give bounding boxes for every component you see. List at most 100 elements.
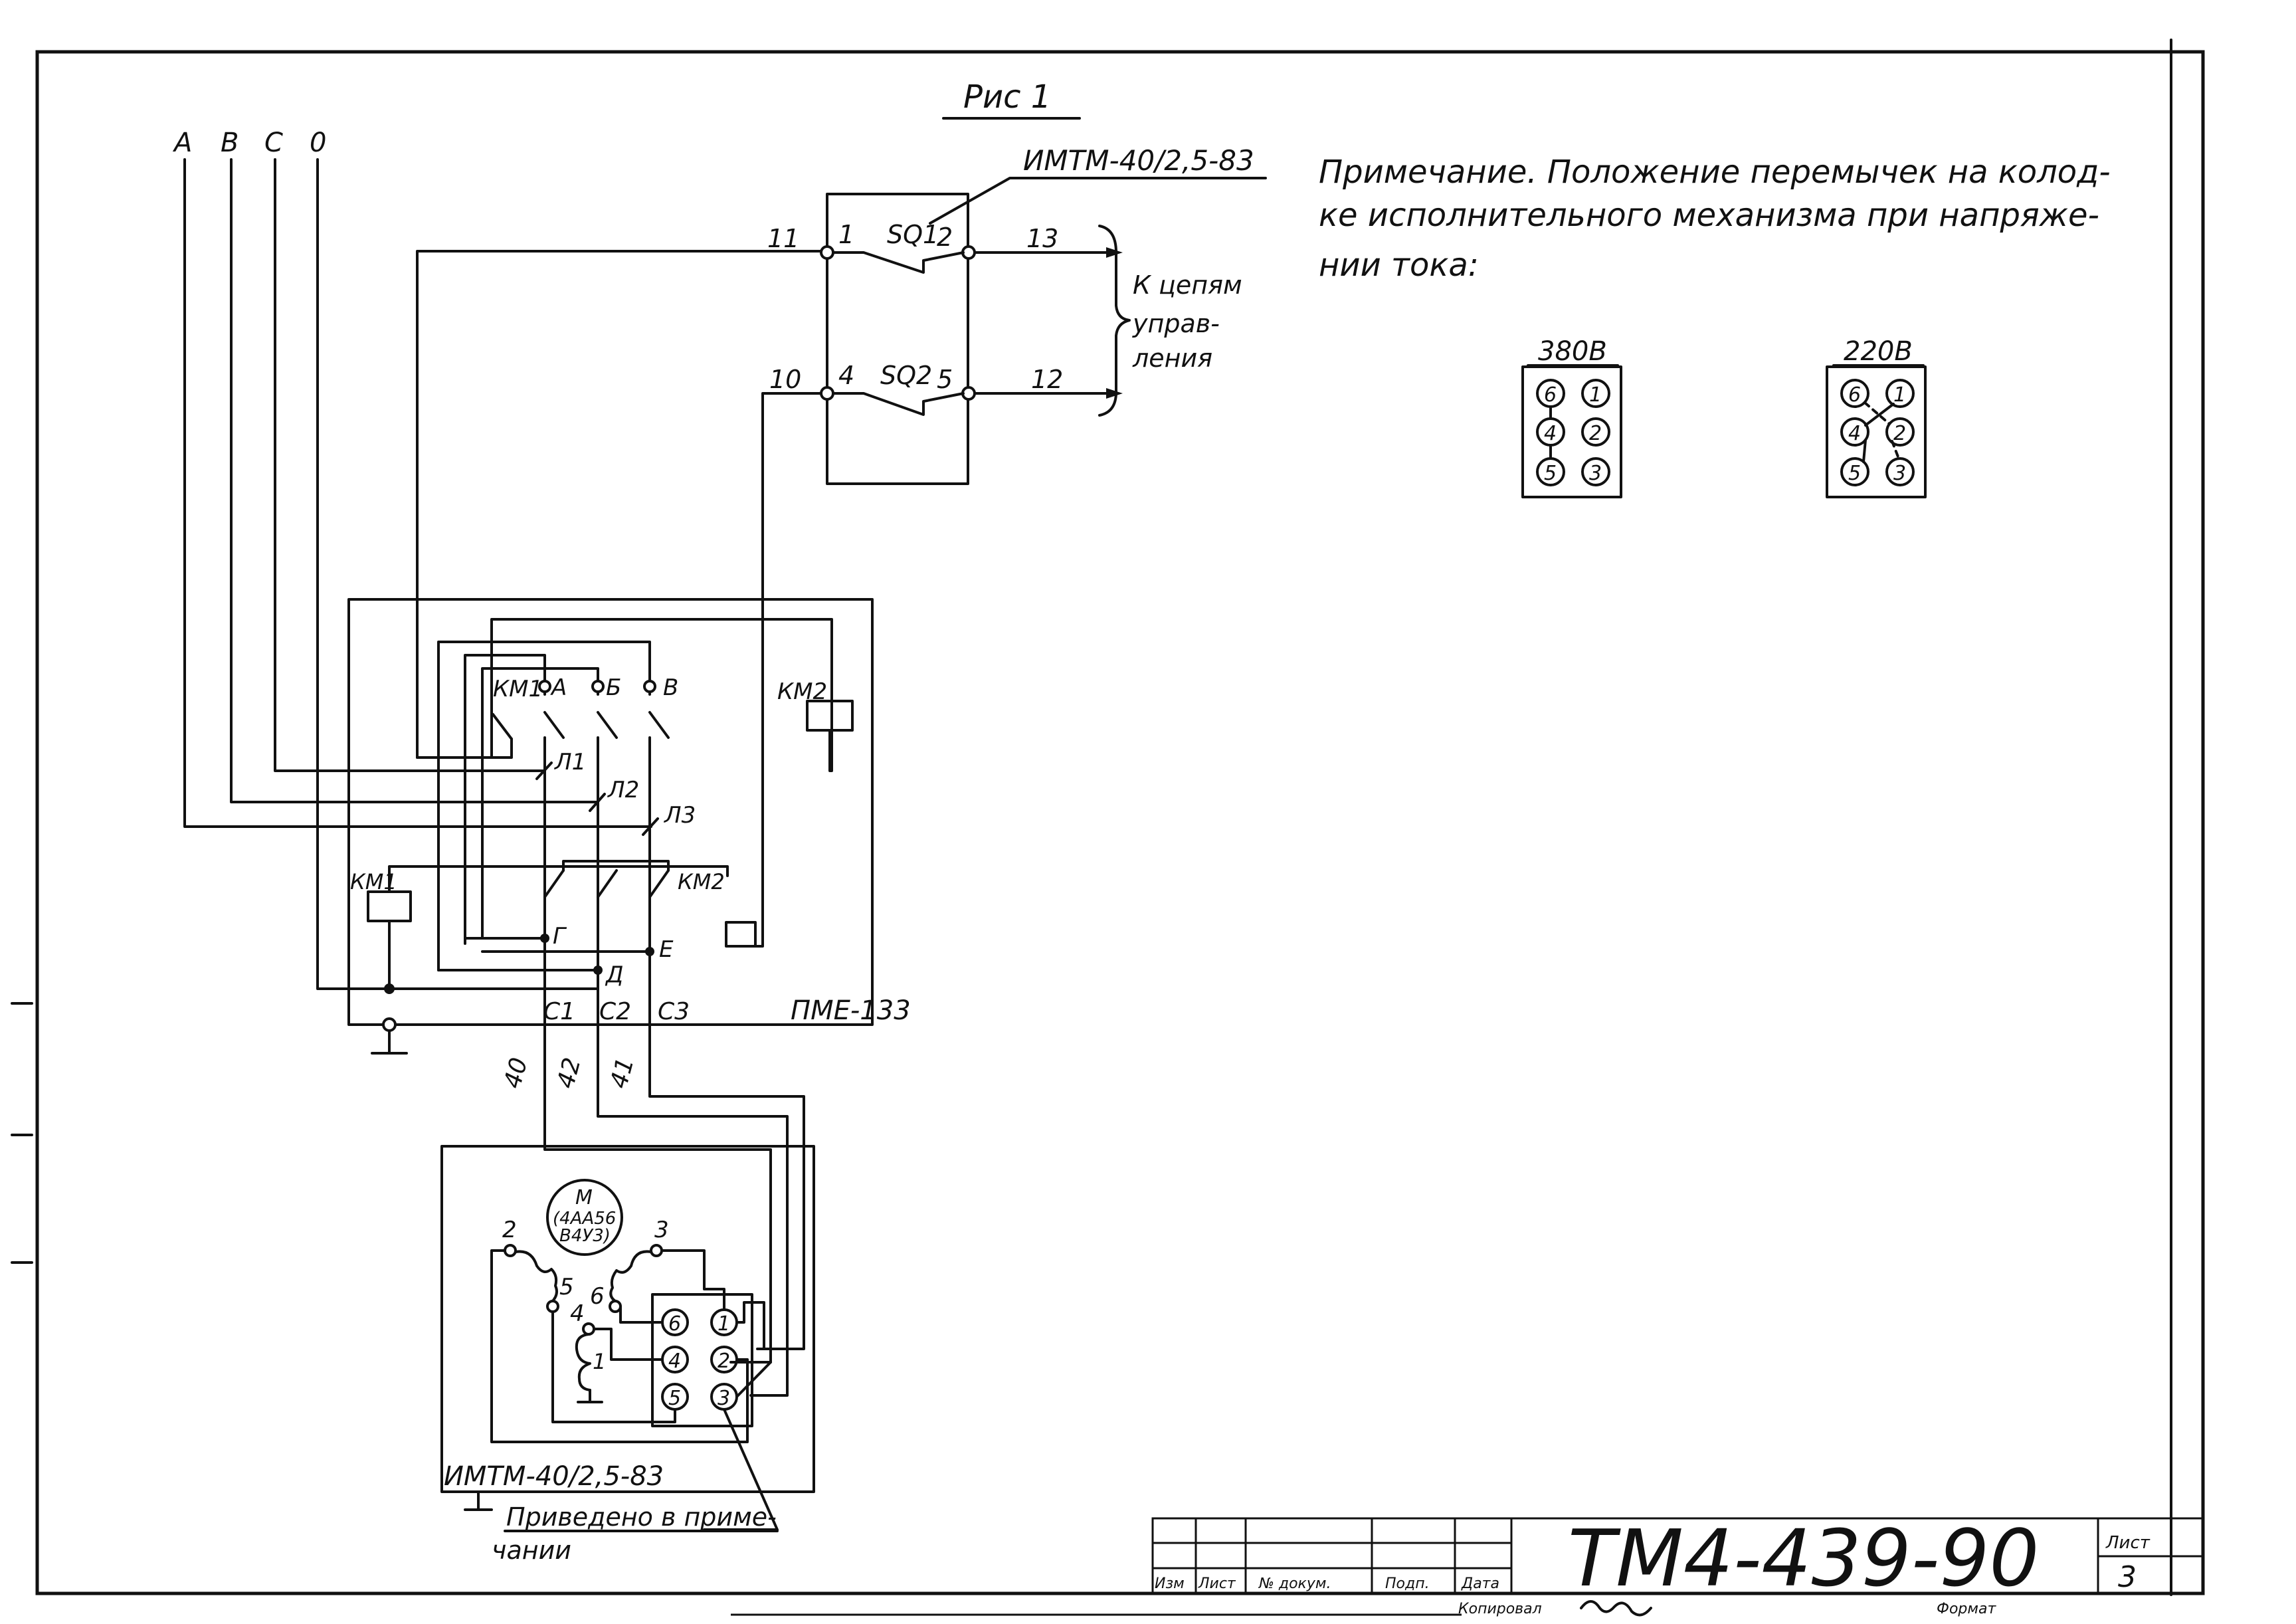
j220-pin-label-4: 4 xyxy=(1848,422,1861,445)
starter-name: ПМЕ-133 xyxy=(791,995,911,1026)
winding-label-1: 1 xyxy=(593,1349,606,1374)
cable-wire-40 xyxy=(543,937,772,1364)
contact-a xyxy=(543,711,565,739)
terminal-label-v: В xyxy=(663,674,678,701)
control-brace xyxy=(1098,225,1131,417)
motor-label-code: B4У3) xyxy=(559,1226,611,1246)
motor-label-m: M xyxy=(575,1186,593,1209)
wire-12-arrow xyxy=(1106,388,1123,399)
bus-label-c: C xyxy=(264,128,283,158)
sq1-terminal-1 xyxy=(820,245,834,260)
j220-pin-3 xyxy=(1885,457,1915,486)
j380-pin-3 xyxy=(1581,457,1610,486)
tb-wire-6 xyxy=(619,1305,664,1324)
winding-terminal-4 xyxy=(582,1322,595,1336)
terminal-label-e: Е xyxy=(659,936,674,963)
drawing-code: ТМ4-439-90 xyxy=(1568,1512,2040,1604)
j380-pin-1 xyxy=(1581,379,1610,408)
km2-coil-small xyxy=(725,921,757,948)
line-terminal-l1: Л1 xyxy=(553,749,586,775)
tb-pin-label-2: 2 xyxy=(718,1350,730,1373)
tb-pin-label-6: 6 xyxy=(668,1312,681,1336)
starter-loop-outer xyxy=(490,618,833,759)
winding-coil-3 xyxy=(609,1250,652,1302)
winding-label-3: 3 xyxy=(654,1217,669,1243)
winding-label-4: 4 xyxy=(570,1300,585,1327)
copied-signature xyxy=(1580,1600,1652,1617)
sq2-name: SQ2 xyxy=(880,361,932,390)
km2-contact-label: КМ2 xyxy=(678,869,725,894)
sq1-contact xyxy=(832,251,965,274)
motor-label-type: (4AA56 xyxy=(553,1209,616,1229)
tb-header-izm: Изм xyxy=(1155,1575,1185,1592)
tb-header-doc: № докум. xyxy=(1258,1575,1331,1592)
sq2-pin-4: 4 xyxy=(838,361,854,390)
limit-switch-block-name: ИМТМ-40/2,5-83 xyxy=(1023,144,1254,177)
km2-contact-links xyxy=(562,860,670,872)
figure-title: Рис 1 xyxy=(963,78,1051,116)
wire-label-13: 13 xyxy=(1026,224,1058,253)
neutral-junction xyxy=(384,983,395,994)
line-terminal-l2: Л2 xyxy=(607,777,639,803)
terminal-a xyxy=(538,680,551,693)
sq2-contact xyxy=(832,392,965,416)
j220-jumper-6-2 xyxy=(1864,401,1891,425)
wire-13-arrow xyxy=(1106,247,1123,258)
km1-coil xyxy=(367,890,412,922)
wire-11 xyxy=(416,250,828,759)
bus-label-0: 0 xyxy=(310,128,326,158)
tb-pin-label-1: 1 xyxy=(718,1312,730,1336)
sheet-label: Лист xyxy=(2105,1533,2151,1553)
j220-pin-label-5: 5 xyxy=(1848,462,1861,485)
cable-label-42: 42 xyxy=(552,1055,586,1091)
terminal-label-a: А xyxy=(550,674,567,701)
winding-terminal-5 xyxy=(546,1300,559,1313)
km2-coil-wire xyxy=(828,693,833,772)
km2-coil-small-wire xyxy=(739,936,764,948)
sq1-name: SQ1 xyxy=(887,220,939,249)
terminal-b xyxy=(591,680,605,693)
j220-jumper-2-3 xyxy=(1891,440,1900,460)
starter-loop-mid xyxy=(437,641,651,971)
l1-mark xyxy=(535,761,553,780)
winding-label-2: 2 xyxy=(502,1217,517,1243)
note-line-3: нии тока: xyxy=(1319,247,1479,284)
control-label-line-2: управ- xyxy=(1132,309,1220,338)
l3-mark xyxy=(642,817,659,836)
wire-10 xyxy=(761,392,828,938)
wire-label-12: 12 xyxy=(1031,365,1063,394)
outer-frame xyxy=(35,50,2205,1595)
j380-pin-label-3: 3 xyxy=(1589,462,1602,485)
tb-wire-1 xyxy=(735,1301,765,1350)
tb-wire-link xyxy=(735,1361,772,1398)
winding-terminal-3 xyxy=(650,1244,663,1257)
tb-pin-label-3: 3 xyxy=(718,1387,730,1410)
j220-pin-label-2: 2 xyxy=(1893,422,1906,445)
winding-coil-2 xyxy=(514,1250,558,1304)
note-line-1: Примечание. Положение перемычек на колод… xyxy=(1319,153,2111,191)
wire-label-10: 10 xyxy=(769,365,801,394)
winding-label-5: 5 xyxy=(559,1274,574,1300)
tb-wire-4 xyxy=(593,1328,664,1361)
j380-pin-label-6: 6 xyxy=(1544,383,1557,407)
j380-pin-label-1: 1 xyxy=(1589,383,1602,407)
tb-wire-5 xyxy=(551,1310,676,1423)
wire-c xyxy=(274,158,545,772)
cable-label-41: 41 xyxy=(605,1055,639,1091)
winding-label-6: 6 xyxy=(590,1283,605,1310)
km2-contact-2 xyxy=(597,869,618,898)
jumper-380-block xyxy=(1521,365,1622,498)
control-label-line-1: К цепям xyxy=(1133,270,1242,300)
tb-header-date: Дата xyxy=(1461,1575,1499,1592)
contact-b xyxy=(597,711,618,739)
tb-pin-label-5: 5 xyxy=(668,1387,681,1410)
j220-pin-1 xyxy=(1885,379,1915,408)
jumper-380-label: 380В xyxy=(1538,336,1607,367)
km1-aux-contact xyxy=(492,713,513,740)
j220-pin-label-3: 3 xyxy=(1893,462,1906,485)
sheet-number: 3 xyxy=(2118,1560,2137,1594)
km2-contact-1 xyxy=(543,869,565,898)
contact-v xyxy=(648,711,670,739)
jumper-220-block xyxy=(1826,365,1927,498)
control-label-line-3: ления xyxy=(1132,344,1212,373)
